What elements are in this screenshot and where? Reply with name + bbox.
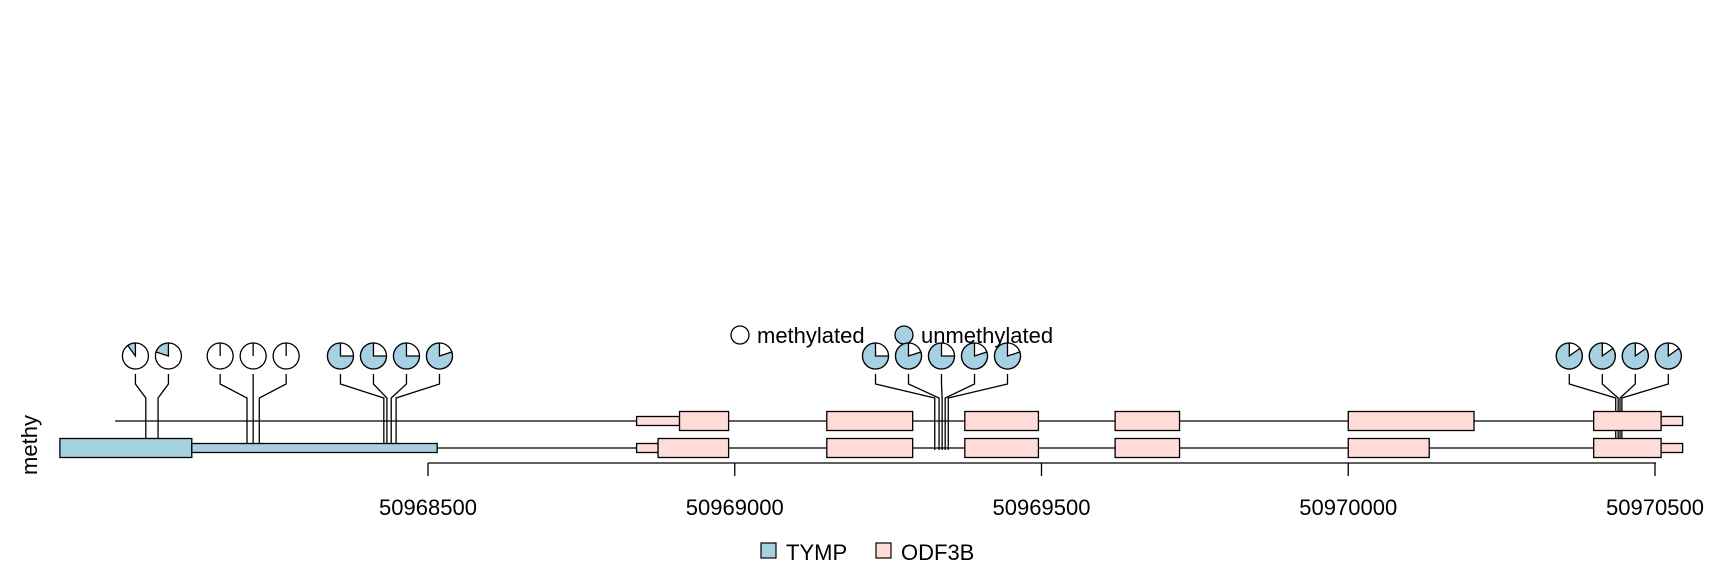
lollipop-stem bbox=[907, 374, 940, 450]
odf3b-exon-cds bbox=[964, 410, 1040, 432]
genomic-axis: 50968500 50969000 50969500 50970000 50970500 bbox=[379, 462, 1704, 520]
odf3b-exon-cds bbox=[1593, 437, 1662, 459]
tymp-exon-utr bbox=[191, 442, 438, 454]
odf3b-exon-utr bbox=[635, 442, 659, 454]
lollipop-stem bbox=[339, 374, 385, 450]
odf3b-exon-cds bbox=[1114, 437, 1181, 459]
axis-tick-label: 50970500 bbox=[1606, 495, 1704, 520]
lollipop-stem bbox=[134, 374, 147, 450]
tymp-exon-cds bbox=[59, 437, 193, 459]
track-label: methy bbox=[17, 415, 42, 475]
tymp-legend-label: TYMP bbox=[786, 540, 847, 565]
odf3b-exon-cds bbox=[1593, 410, 1662, 432]
methylated-legend-label: methylated bbox=[757, 323, 865, 348]
unmethylated-slice bbox=[126, 342, 137, 359]
unmethylated-slice bbox=[1654, 342, 1682, 370]
odf3b-legend-swatch bbox=[875, 542, 892, 559]
axis-tick-label: 50969000 bbox=[686, 495, 784, 520]
odf3b-exon-cds bbox=[826, 410, 914, 432]
unmethylated-slice bbox=[1555, 342, 1583, 370]
unmethylated-slice bbox=[1621, 342, 1649, 370]
lollipop-stem bbox=[395, 374, 441, 450]
odf3b-exon-cds bbox=[1114, 410, 1181, 432]
unmethylated-slice bbox=[155, 342, 170, 357]
odf3b-exon-utr bbox=[1660, 415, 1684, 427]
odf3b-exon-cds bbox=[964, 437, 1040, 459]
lollipop-stem bbox=[874, 374, 936, 450]
odf3b-exon-cds bbox=[826, 437, 914, 459]
unmethylated-slice bbox=[326, 342, 355, 370]
unmethylated-slice bbox=[894, 342, 923, 370]
unmethylated-slice bbox=[425, 342, 454, 370]
unmethylated-slice bbox=[861, 342, 890, 370]
odf3b-exon-cds bbox=[1347, 437, 1430, 459]
lollipop-stem bbox=[219, 374, 248, 450]
axis-tick-label: 50968500 bbox=[379, 495, 477, 520]
unmethylated-legend-swatch bbox=[894, 325, 914, 345]
odf3b-exon-cds bbox=[678, 410, 730, 432]
odf3b-legend-label: ODF3B bbox=[901, 540, 974, 565]
tymp-legend-swatch bbox=[760, 542, 777, 559]
gene-legend: TYMP ODF3B bbox=[760, 540, 974, 565]
gene-tracks bbox=[59, 410, 1684, 459]
odf3b-exon-cds bbox=[1347, 410, 1475, 432]
lollipop-stem bbox=[372, 374, 388, 450]
unmethylated-slice bbox=[993, 342, 1022, 370]
lollipop-stem bbox=[390, 374, 408, 450]
unmethylated-slice bbox=[392, 342, 421, 370]
axis-tick-label: 50970000 bbox=[1299, 495, 1397, 520]
unmethylated-slice bbox=[927, 342, 956, 370]
odf3b-exon-utr bbox=[1660, 442, 1684, 454]
lollipop-heads bbox=[121, 342, 1682, 370]
odf3b-exon-cds bbox=[657, 437, 730, 459]
unmethylated-slice bbox=[1588, 342, 1616, 370]
lollipop-stem bbox=[940, 374, 943, 450]
lollipop-stem bbox=[944, 374, 976, 450]
lollipop-stem bbox=[258, 374, 287, 450]
lollipop-stem bbox=[157, 374, 170, 450]
odf3b-exon-utr bbox=[635, 415, 681, 427]
lollipop-stem bbox=[947, 374, 1009, 450]
unmethylated-slice bbox=[359, 342, 388, 370]
unmethylated-slice bbox=[960, 342, 989, 370]
axis-tick-label: 50969500 bbox=[993, 495, 1091, 520]
methylated-legend-swatch bbox=[730, 325, 750, 345]
